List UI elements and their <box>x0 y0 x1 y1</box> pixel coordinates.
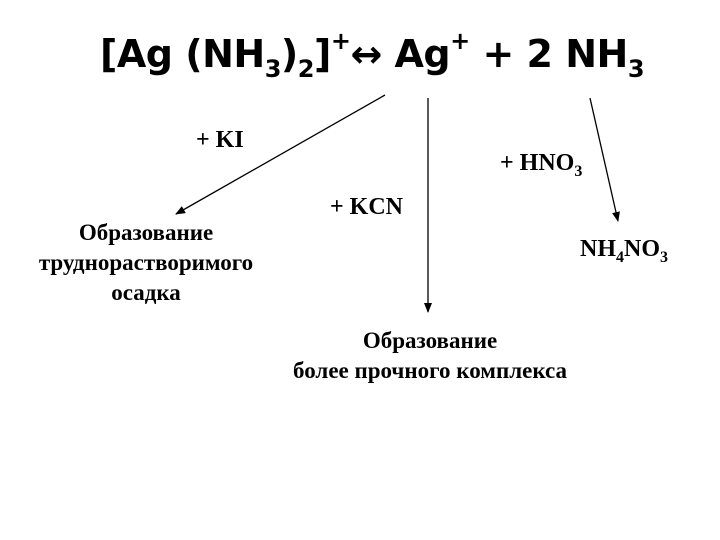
equilibrium-equation: [Ag (NH3)2]+↔ Ag+ + 2 NH3 <box>100 29 645 81</box>
result-stronger-complex-line2: более прочного комплекса <box>293 358 567 383</box>
result-stronger-complex: Образование более прочного комплекса <box>250 326 610 386</box>
subscript-nh3-in-complex: 3 <box>264 55 282 83</box>
product-no-part: NO <box>624 236 660 262</box>
result-precipitate-line1: Образование <box>78 220 214 245</box>
ammonia-term: + 2 NH <box>469 32 628 76</box>
reagent-hno3: + HNO3 <box>500 150 583 180</box>
reagent-hno3-formula: + HNO <box>500 150 575 176</box>
arrow-to-ammonium-nitrate <box>589 97 620 222</box>
result-stronger-complex-line1: Образование <box>362 328 498 353</box>
reagent-ki: + KI <box>196 127 244 153</box>
arrow-to-precipitate <box>175 94 386 215</box>
equilibrium-arrow-icon: ↔ <box>350 32 382 76</box>
result-precipitate-line3: осадка <box>111 280 181 305</box>
product-ammonium-nitrate: NH4NO3 <box>580 236 668 266</box>
result-precipitate: Образование труднорастворимого осадка <box>4 218 288 308</box>
silver-ion: Ag <box>381 32 451 76</box>
silver-ion-charge: + <box>450 27 470 55</box>
bracket-close: ] <box>313 32 331 76</box>
subscript-nh3-free: 3 <box>627 55 645 83</box>
reagent-hno3-subscript: 3 <box>574 163 583 180</box>
product-nh-subscript: 4 <box>616 249 624 266</box>
complex-charge: + <box>330 27 351 55</box>
result-precipitate-line2: труднорастворимого <box>38 250 254 275</box>
reagent-kcn: + KCN <box>330 194 404 220</box>
complex-formula-start: [Ag (NH <box>100 32 265 76</box>
paren-close: ) <box>280 32 298 76</box>
subscript-ligand-count: 2 <box>297 55 315 83</box>
product-no-subscript: 3 <box>660 249 668 266</box>
product-nh-part: NH <box>580 236 616 262</box>
